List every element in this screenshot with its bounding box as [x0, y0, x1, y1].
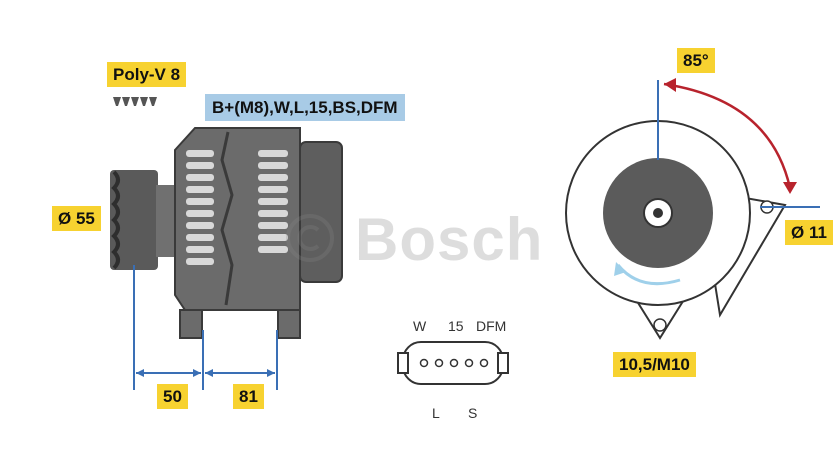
- belt-profile-icon: [113, 97, 157, 106]
- alternator-front-view: [565, 120, 787, 340]
- dimension-lines: [133, 265, 278, 390]
- dimension-b-label: 81: [233, 384, 264, 409]
- belt-type-label: Poly-V 8: [107, 62, 187, 87]
- pin-label-dfm: DFM: [476, 318, 507, 334]
- dimension-a-label: 50: [157, 384, 188, 409]
- bolt-size-label: 10,5/M10: [613, 352, 696, 377]
- mount-diameter-label: Ø 11: [785, 220, 833, 245]
- pin-label-w: W: [413, 318, 427, 334]
- pulley-diameter-label: Ø 55: [52, 206, 101, 231]
- connector-plug-icon: [397, 341, 509, 385]
- watermark: [286, 214, 334, 262]
- pin-label-15: 15: [448, 318, 464, 334]
- connection-label: B+(M8),W,L,15,BS,DFM: [205, 94, 405, 121]
- angle-label: 85°: [677, 48, 715, 73]
- watermark-text: Bosch: [355, 206, 544, 273]
- angle-indicator: [657, 78, 820, 208]
- pin-label-s: S: [468, 405, 478, 421]
- alternator-side-view: [110, 127, 343, 339]
- dimension-arrowheads: [136, 369, 275, 377]
- pin-label-l: L: [432, 405, 440, 421]
